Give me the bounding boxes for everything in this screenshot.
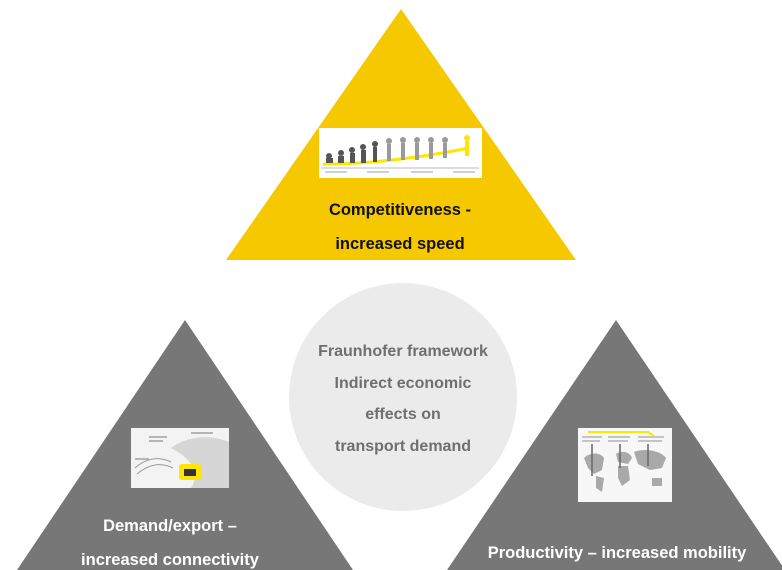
competitiveness-label-line-2: increased speed <box>335 235 465 253</box>
framework-title-line-3: effects on <box>365 406 441 423</box>
framework-title-line-4: transport demand <box>334 437 471 455</box>
productivity-label: Productivity – increased mobility <box>452 540 782 566</box>
productivity-label-line-1: Productivity – increased mobility <box>487 544 747 562</box>
demand-export-label-line-1: Demand/export – <box>103 517 237 535</box>
competitiveness-label: Competitiveness - increased speed <box>240 193 560 261</box>
world-map-mobility-illustration <box>578 428 672 502</box>
center-circle <box>289 283 517 511</box>
framework-title-line-2: Indirect economic <box>334 374 472 392</box>
demand-export-label: Demand/export – increased connectivity <box>20 509 320 570</box>
demand-export-label-line-2: increased connectivity <box>81 551 259 569</box>
connectivity-map-illustration <box>131 428 229 488</box>
framework-title-line-1: Fraunhofer framework <box>318 343 488 360</box>
framework-title: Fraunhofer framework Indirect economic e… <box>289 336 517 462</box>
competitiveness-label-line-1: Competitiveness - <box>328 201 472 219</box>
evolution-speed-illustration <box>319 128 482 178</box>
